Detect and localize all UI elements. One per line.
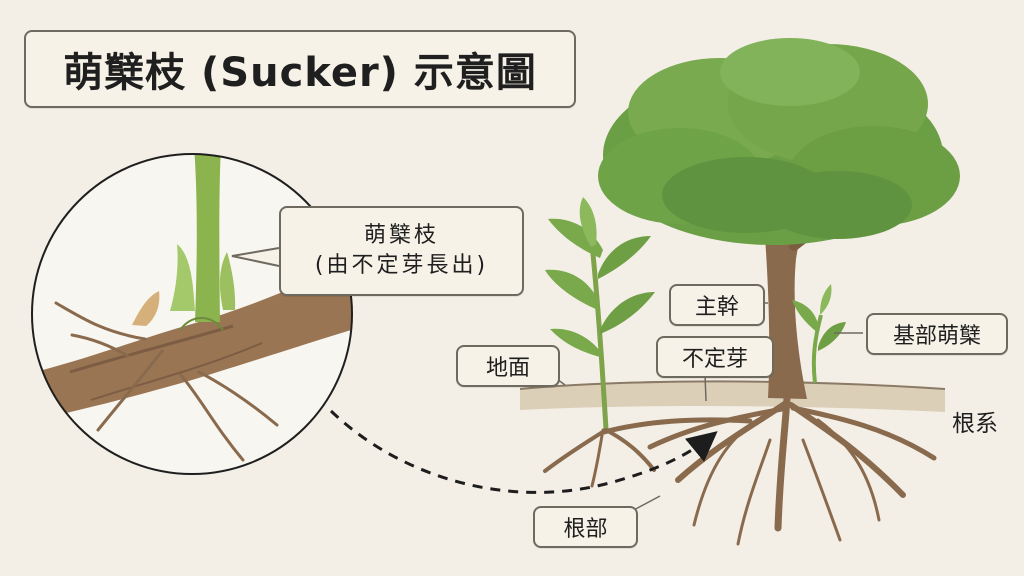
main-trunk (722, 167, 843, 399)
page-title: 萌櫱枝 (Sucker) 示意圖 (24, 30, 576, 108)
callout-pointer (231, 247, 280, 267)
adventitious-bud-label: 不定芽 (656, 336, 774, 378)
trunk-label: 主幹 (669, 284, 765, 326)
soil-surface (520, 380, 945, 412)
zoom-detail (31, 153, 353, 475)
sucker-root (543, 417, 753, 488)
tree-roots (647, 394, 937, 546)
sucker-plant (545, 197, 655, 432)
root-system-label: 根系 (952, 411, 998, 437)
ground-line (519, 380, 946, 390)
basal-sucker-label: 基部萌櫱 (866, 313, 1008, 355)
basal-sucker (792, 284, 846, 384)
zoom-root-branch (34, 259, 352, 420)
sucker-callout: 萌櫱枝 (由不定芽長出) (279, 206, 524, 296)
dashed-arrow (329, 409, 718, 494)
tree-canopy (598, 38, 960, 245)
ground-label: 地面 (456, 345, 560, 387)
root-label: 根部 (533, 506, 638, 548)
callout-line-1: 萌櫱枝 (363, 223, 439, 249)
callout-line-2: (由不定芽長出) (314, 253, 489, 278)
